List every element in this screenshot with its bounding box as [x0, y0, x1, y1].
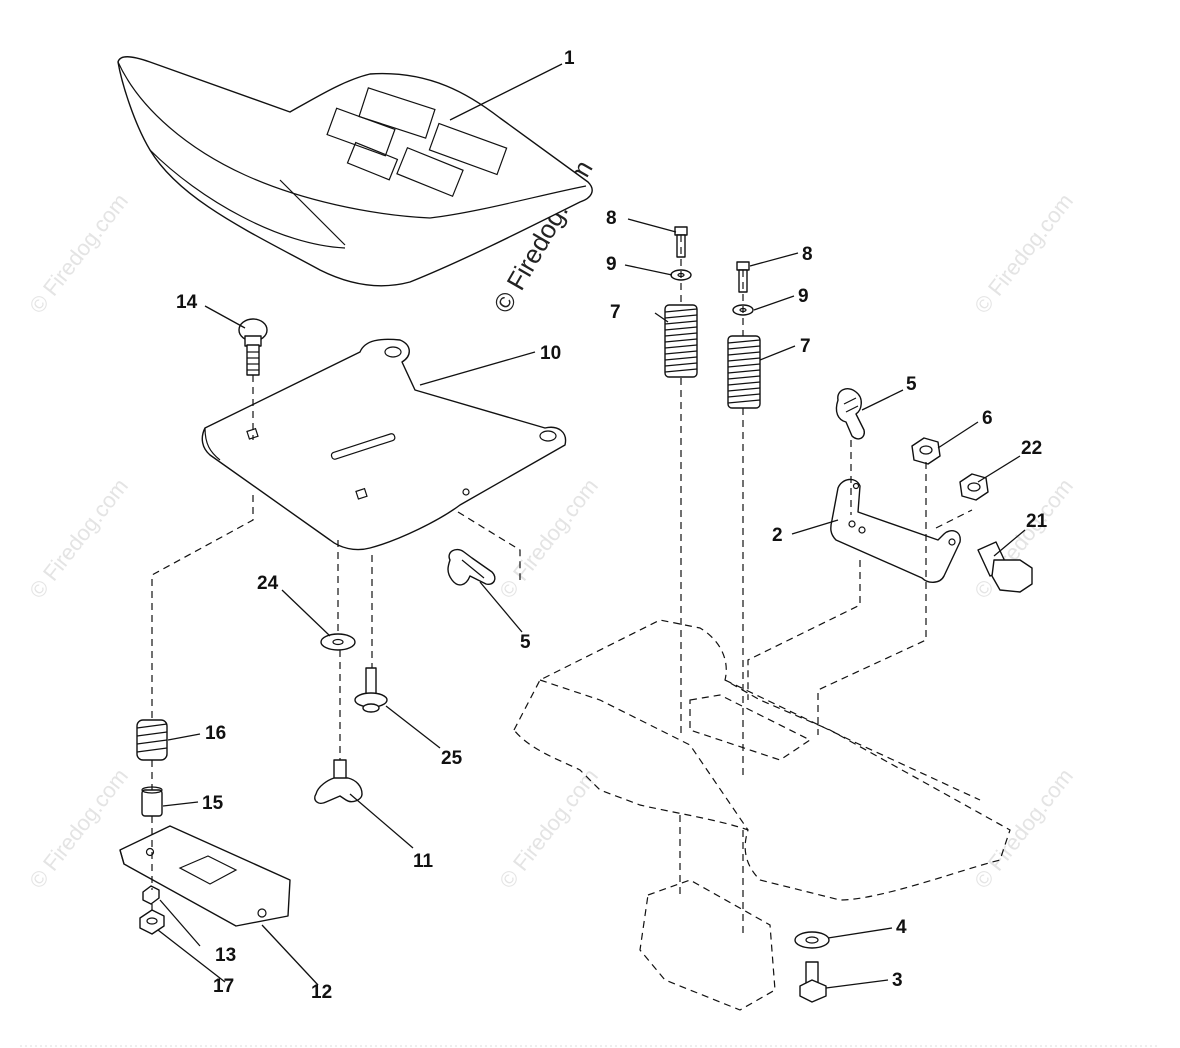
watermark-tile: © Firedog.com — [969, 764, 1078, 893]
spring-part-16 — [136, 719, 168, 761]
spacer-part-15 — [141, 786, 163, 817]
watermark-tile: © Firedog.com — [24, 764, 133, 893]
callout-12: 12 — [311, 982, 332, 1003]
bolt-part-3 — [799, 961, 827, 1003]
callout-7-right: 7 — [800, 336, 811, 357]
callout-1: 1 — [564, 48, 575, 69]
callout-25: 25 — [441, 748, 463, 769]
callout-17: 17 — [213, 976, 234, 997]
spring-part-7-right — [727, 335, 761, 409]
callout-8-right: 8 — [802, 244, 813, 265]
callout-13: 13 — [215, 945, 236, 966]
screw-part-25 — [354, 667, 388, 713]
callout-5-lower: 5 — [520, 632, 531, 653]
callout-11: 11 — [413, 851, 434, 872]
washer-part-4 — [794, 931, 830, 949]
callout-3: 3 — [892, 970, 903, 991]
callouts: 1 2 3 4 5 5 6 7 7 8 8 9 9 10 11 12 13 14… — [176, 48, 1048, 1003]
leader-lines — [157, 63, 1026, 989]
callout-15: 15 — [202, 793, 224, 814]
nut-part-6 — [911, 437, 941, 465]
watermark-tile: © Firedog.com — [494, 474, 603, 603]
callout-2: 2 — [772, 525, 783, 546]
nut-part-13 — [142, 885, 160, 905]
frame-outline — [513, 619, 1011, 1011]
watermark-tile: © Firedog.com — [24, 474, 133, 603]
callout-24: 24 — [257, 573, 279, 594]
nut-part-17 — [139, 909, 165, 935]
bracket-part-2 — [830, 478, 961, 583]
spring-part-7-left — [664, 304, 698, 378]
clip-part-5-upper — [835, 388, 866, 440]
callout-9-right: 9 — [798, 286, 809, 307]
plate-part-12 — [119, 825, 291, 927]
washer-part-24 — [320, 633, 356, 651]
callout-22: 22 — [1021, 438, 1042, 459]
watermark-tile: © Firedog.com — [24, 189, 133, 318]
callout-9-left: 9 — [606, 254, 617, 275]
callout-14: 14 — [176, 292, 198, 313]
carriage-bolt-part-14 — [238, 318, 268, 376]
seat-part-1 — [117, 56, 593, 287]
clip-part-5-lower — [447, 548, 496, 586]
callout-8-left: 8 — [606, 208, 617, 229]
callout-5-upper: 5 — [906, 374, 917, 395]
callout-4: 4 — [896, 917, 907, 938]
flange-bolt-part-21 — [977, 541, 1033, 593]
callout-7-left: 7 — [610, 302, 621, 323]
assembly-lines — [151, 235, 973, 912]
callout-6: 6 — [982, 408, 993, 429]
callout-10: 10 — [540, 343, 561, 364]
callout-16: 16 — [205, 723, 226, 744]
callout-21: 21 — [1026, 511, 1048, 532]
watermark-tile: © Firedog.com — [969, 189, 1078, 318]
knob-part-11 — [314, 759, 363, 804]
watermark-tile: © Firedog.com — [494, 764, 603, 893]
seat-pan-part-10 — [201, 338, 567, 551]
